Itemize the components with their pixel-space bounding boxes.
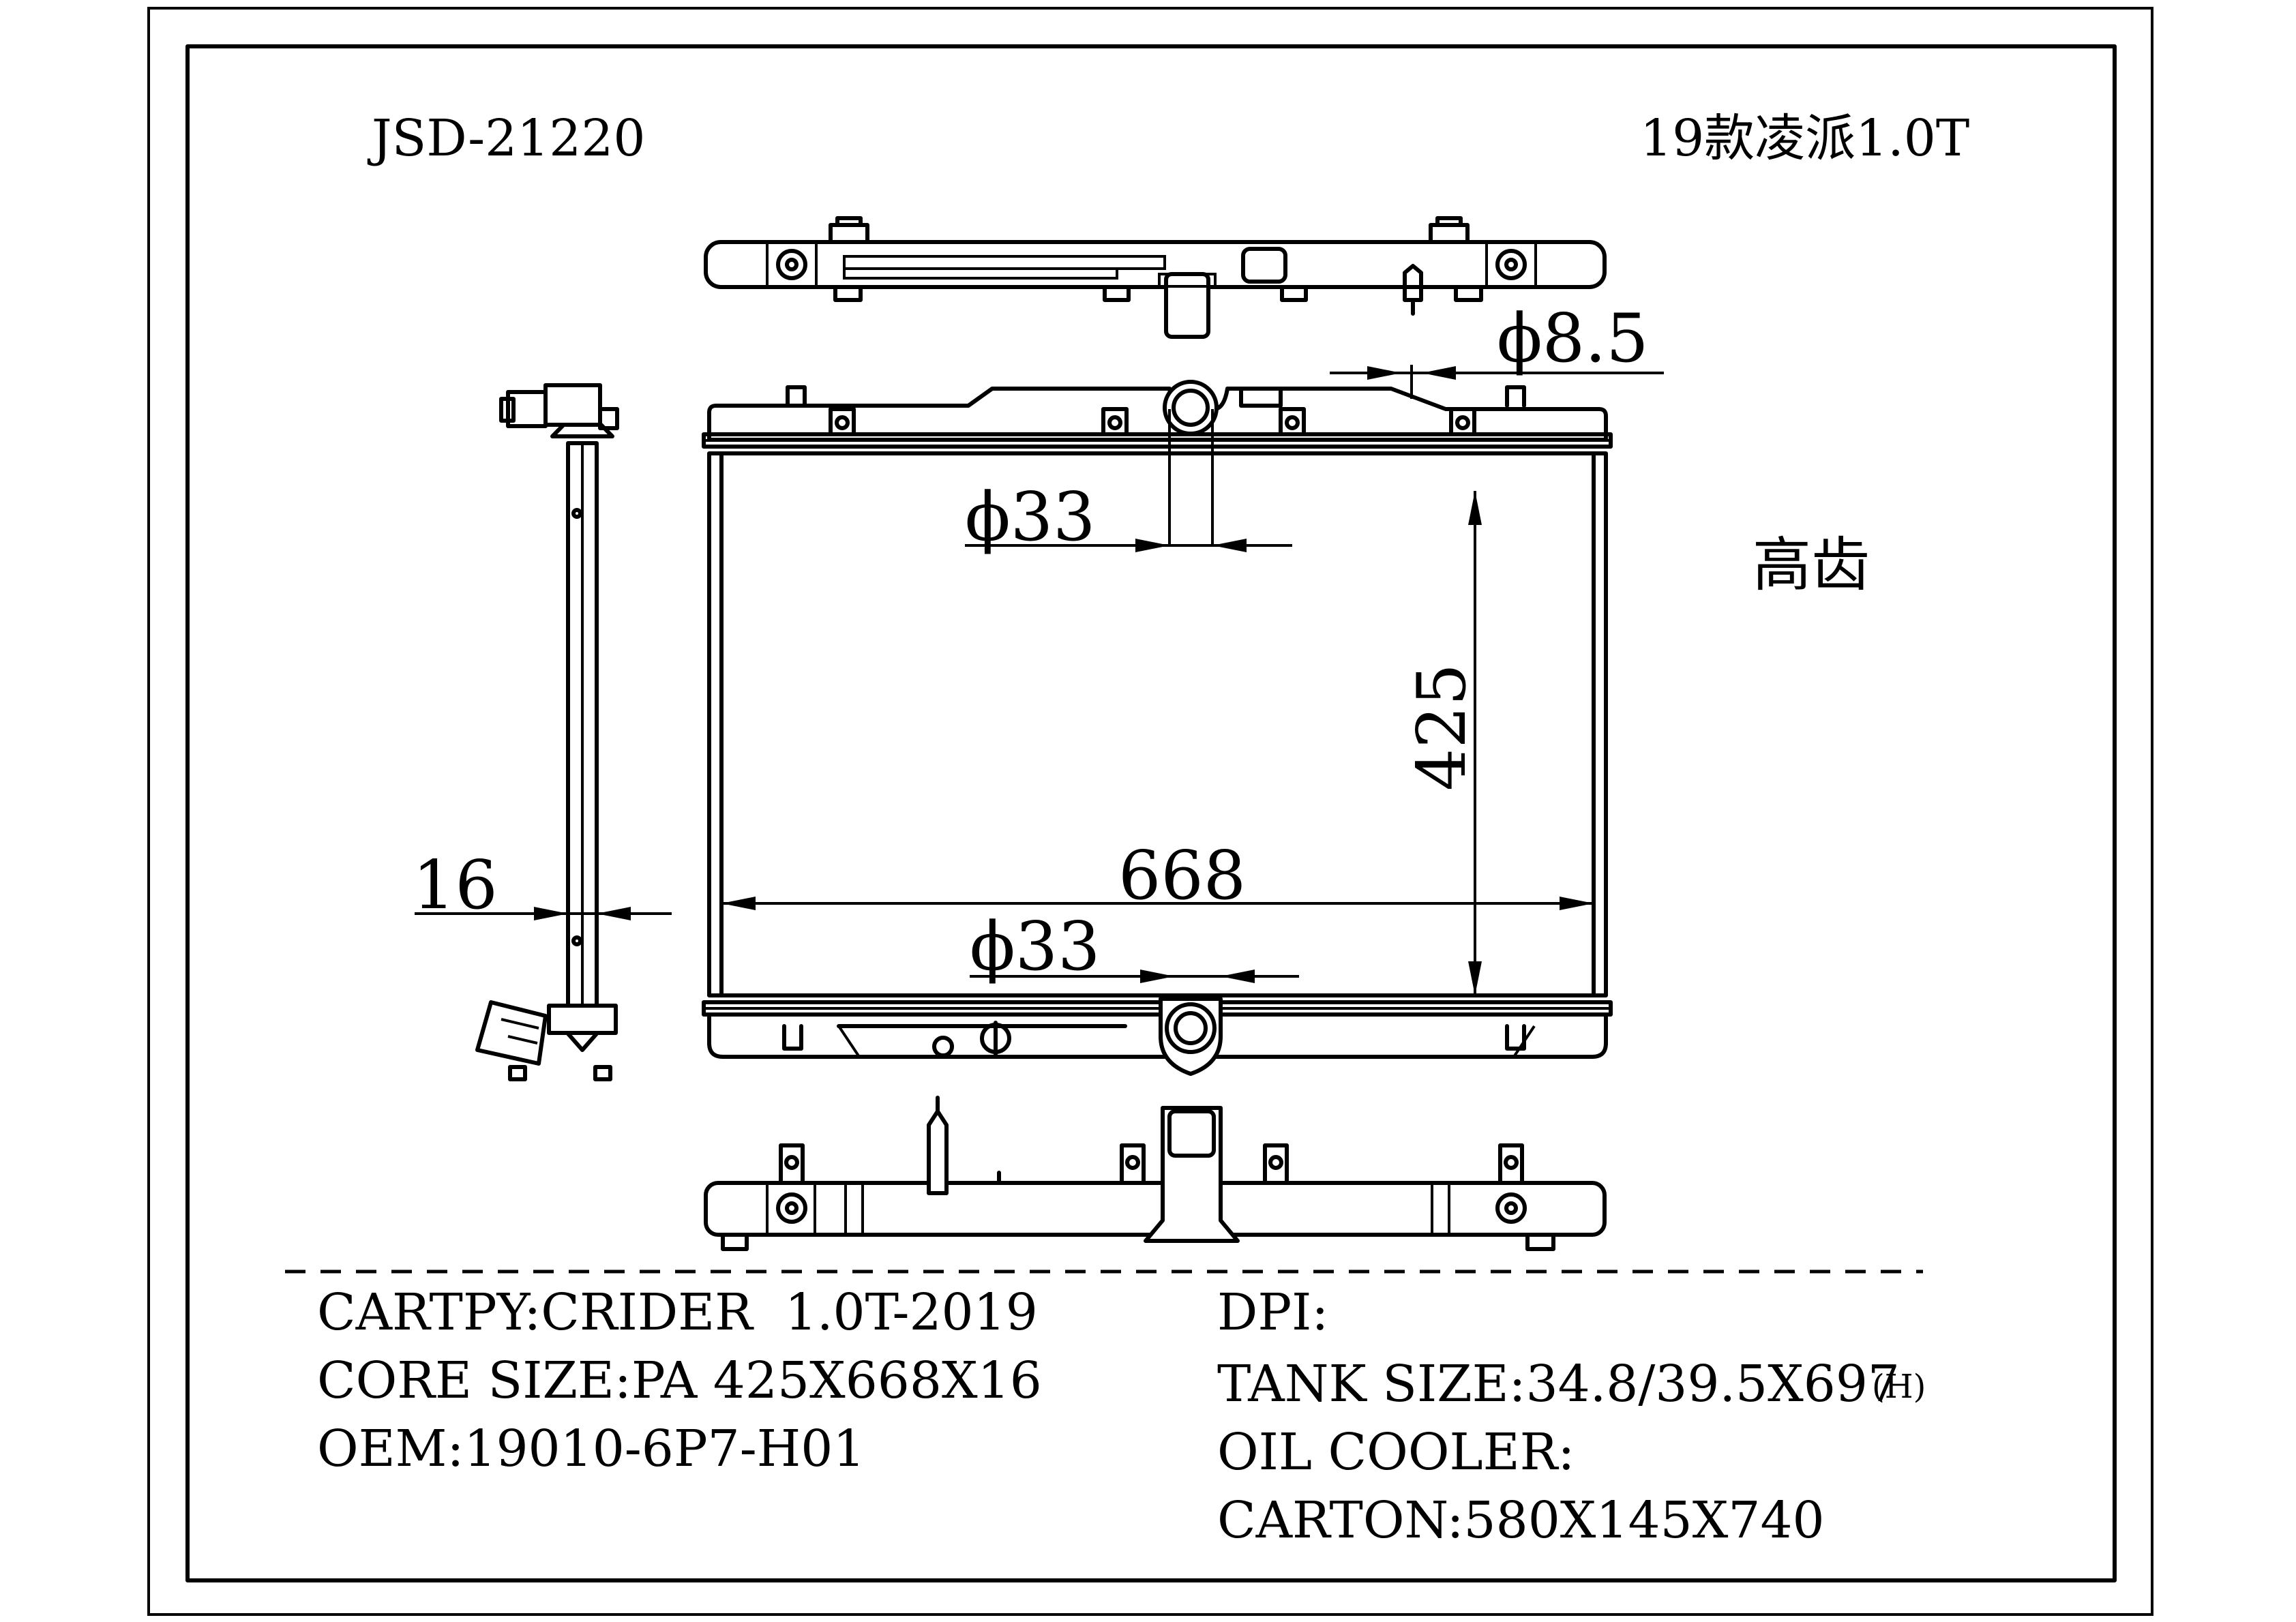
radiator-side-view	[475, 383, 619, 1081]
lower-tank-top-view	[704, 1096, 1607, 1251]
core-thickness-label: 16	[413, 847, 498, 925]
upper-tank-top-view	[704, 216, 1607, 339]
drain-diameter-label: ϕ8.5	[1497, 300, 1649, 378]
top-outlet-dimension: ϕ33	[965, 409, 1292, 556]
top-outlet-diameter-label: ϕ33	[965, 479, 1096, 556]
specs-left: CARTPY:CRIDER 1.0T-2019 CORE SIZE:PA 425…	[317, 1283, 1042, 1478]
spec-oem: OEM:19010-6P7-H01	[317, 1420, 865, 1478]
spec-oil-cooler: OIL COOLER:	[1217, 1423, 1575, 1482]
side-note: 高齿	[1753, 531, 1870, 599]
spec-car-type: CARTPY:CRIDER 1.0T-2019	[317, 1283, 1038, 1342]
spec-dpi: DPI:	[1217, 1283, 1328, 1342]
part-number: JSD-21220	[367, 109, 645, 168]
core-height-label: 425	[1403, 663, 1481, 791]
model-note: 19款凌派1.0T	[1640, 109, 1969, 168]
bottom-outlet-diameter-label: ϕ33	[970, 908, 1101, 986]
specs-right: DPI: TANK SIZE:34.8/39.5X697 (H) OIL COO…	[1217, 1283, 1926, 1550]
inner-frame	[185, 44, 2117, 1582]
spec-tank-size-suffix: (H)	[1872, 1368, 1926, 1406]
outer-frame	[147, 7, 2153, 1616]
spec-tank-size: TANK SIZE:34.8/39.5X697	[1217, 1355, 1900, 1413]
radiator-front-view	[702, 380, 1613, 1076]
spec-carton: CARTON:580X145X740	[1217, 1491, 1825, 1550]
core-width-label: 668	[1118, 837, 1246, 915]
core-height-dimension: 425	[1403, 491, 1482, 995]
bottom-outlet-dimension: ϕ33	[970, 908, 1299, 986]
spec-core-size: CORE SIZE:PA 425X668X16	[317, 1351, 1042, 1410]
core-thickness-dimension: 16	[413, 847, 672, 925]
core-width-dimension: 668	[721, 837, 1594, 915]
drain-diameter-dimension: ϕ8.5	[1330, 300, 1664, 399]
